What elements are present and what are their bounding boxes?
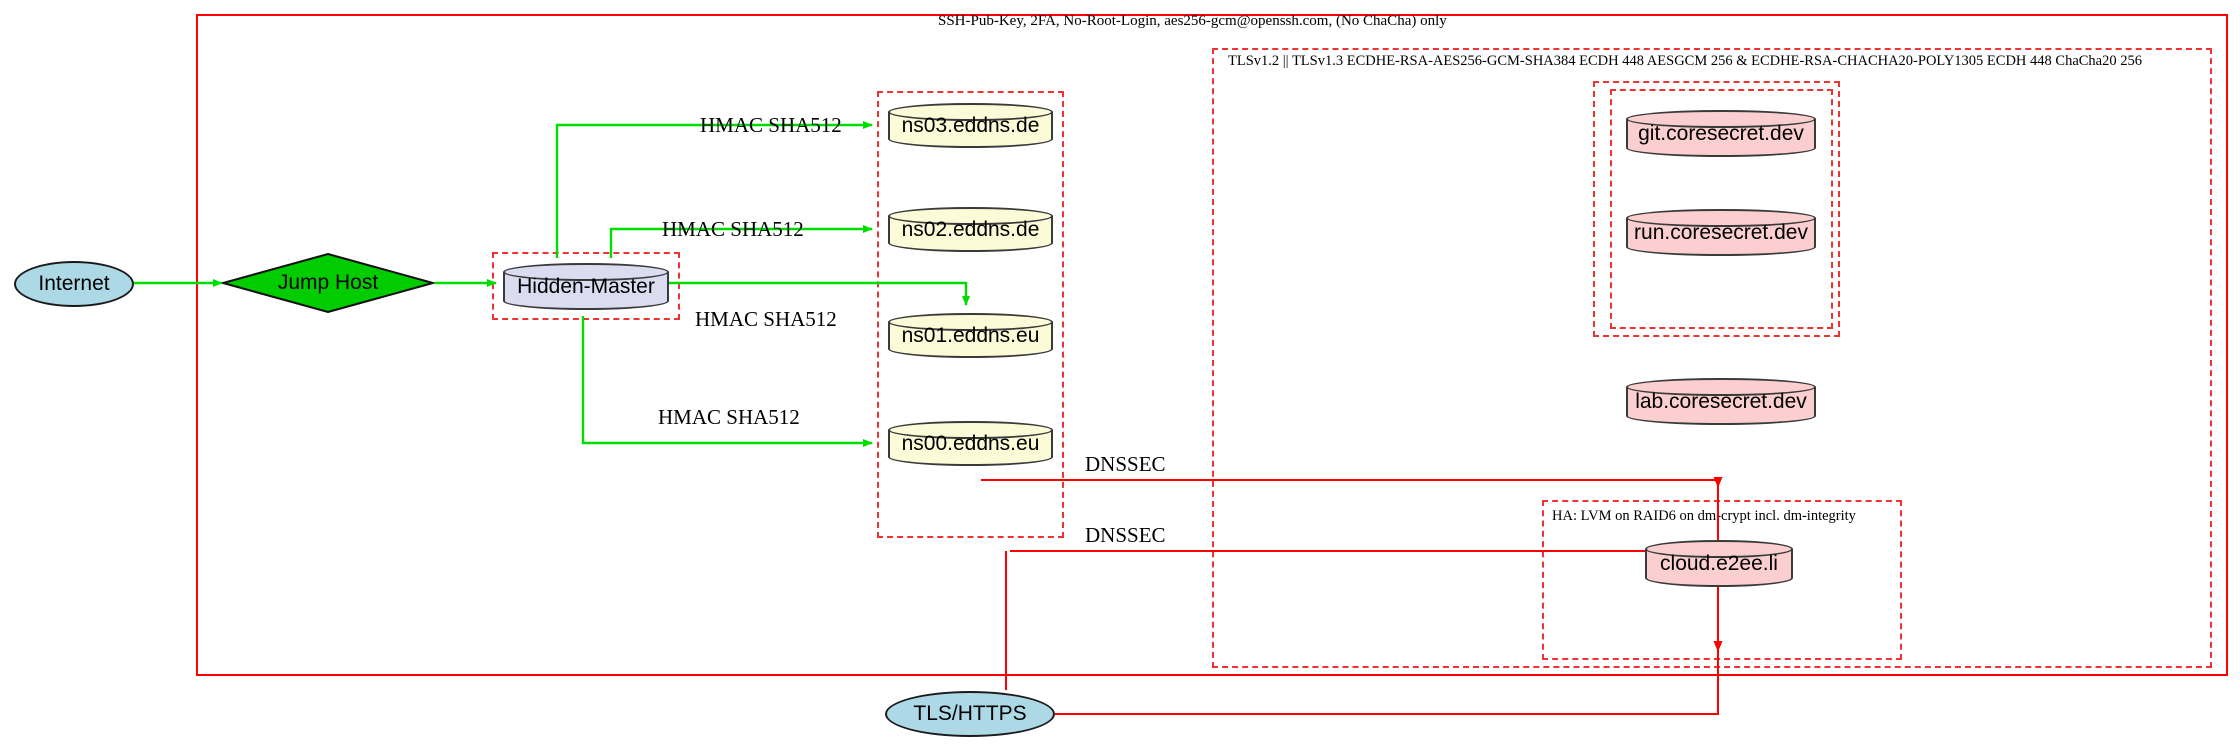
edge-label-dnssec-lower: DNSSEC bbox=[1085, 523, 1166, 547]
node-jump-host[interactable]: Jump Host bbox=[222, 253, 434, 313]
cylinder-top bbox=[888, 421, 1053, 439]
diamond-shape bbox=[222, 253, 434, 313]
cylinder-top bbox=[1626, 209, 1816, 227]
node-tls-https[interactable]: TLS/HTTPS bbox=[885, 691, 1055, 737]
node-ns03-label: ns03.eddns.de bbox=[901, 113, 1040, 137]
node-hidden-master[interactable]: Hidden-Master bbox=[503, 263, 669, 310]
node-cloud-e2ee-label: cloud.e2ee.li bbox=[1660, 551, 1778, 575]
cylinder-top bbox=[1645, 540, 1793, 558]
node-ns00-label: ns00.eddns.eu bbox=[901, 431, 1040, 455]
node-ns02-label: ns02.eddns.de bbox=[901, 217, 1040, 241]
dns-cluster-container bbox=[877, 91, 1064, 538]
node-git-coresecret-label: git.coresecret.dev bbox=[1638, 121, 1804, 145]
node-git-coresecret[interactable]: git.coresecret.dev bbox=[1626, 110, 1816, 157]
coresecret-inner-container bbox=[1610, 89, 1833, 329]
node-jump-host-label: Jump Host bbox=[277, 271, 379, 294]
coresecret-container bbox=[1593, 81, 1840, 337]
node-internet[interactable]: Internet bbox=[14, 261, 134, 307]
node-ns00[interactable]: ns00.eddns.eu bbox=[888, 421, 1053, 466]
node-hidden-master-label: Hidden-Master bbox=[517, 274, 655, 298]
node-tls-https-label: TLS/HTTPS bbox=[913, 702, 1027, 725]
tls-policy-label: TLSv1.2 || TLSv1.3 ECDHE-RSA-AES256-GCM-… bbox=[1228, 53, 2142, 69]
node-internet-label: Internet bbox=[38, 272, 110, 295]
edge-label-hmac-ns01: HMAC SHA512 bbox=[695, 307, 837, 331]
node-ns03[interactable]: ns03.eddns.de bbox=[888, 103, 1053, 148]
edge-label-hmac-ns02: HMAC SHA512 bbox=[662, 217, 804, 241]
node-run-coresecret[interactable]: run.coresecret.dev bbox=[1626, 209, 1816, 256]
node-ns01-label: ns01.eddns.eu bbox=[901, 323, 1040, 347]
node-cloud-e2ee[interactable]: cloud.e2ee.li bbox=[1645, 540, 1793, 587]
edge-label-dnssec-upper: DNSSEC bbox=[1085, 452, 1166, 476]
node-run-coresecret-label: run.coresecret.dev bbox=[1634, 220, 1808, 244]
cylinder-top bbox=[1626, 378, 1816, 396]
cylinder-top bbox=[888, 207, 1053, 225]
cylinder-top bbox=[1626, 110, 1816, 128]
edge-label-hmac-ns00: HMAC SHA512 bbox=[658, 405, 800, 429]
cylinder-top bbox=[888, 313, 1053, 331]
node-ns01[interactable]: ns01.eddns.eu bbox=[888, 313, 1053, 358]
ha-storage-label: HA: LVM on RAID6 on dm-crypt incl. dm-in… bbox=[1552, 508, 1856, 524]
ssh-policy-label: SSH-Pub-Key, 2FA, No-Root-Login, aes256-… bbox=[938, 13, 1447, 29]
node-ns02[interactable]: ns02.eddns.de bbox=[888, 207, 1053, 252]
cylinder-top bbox=[888, 103, 1053, 121]
node-lab-coresecret[interactable]: lab.coresecret.dev bbox=[1626, 378, 1816, 425]
edge-label-hmac-ns03: HMAC SHA512 bbox=[700, 113, 842, 137]
cylinder-top bbox=[503, 263, 669, 281]
node-lab-coresecret-label: lab.coresecret.dev bbox=[1635, 389, 1807, 413]
